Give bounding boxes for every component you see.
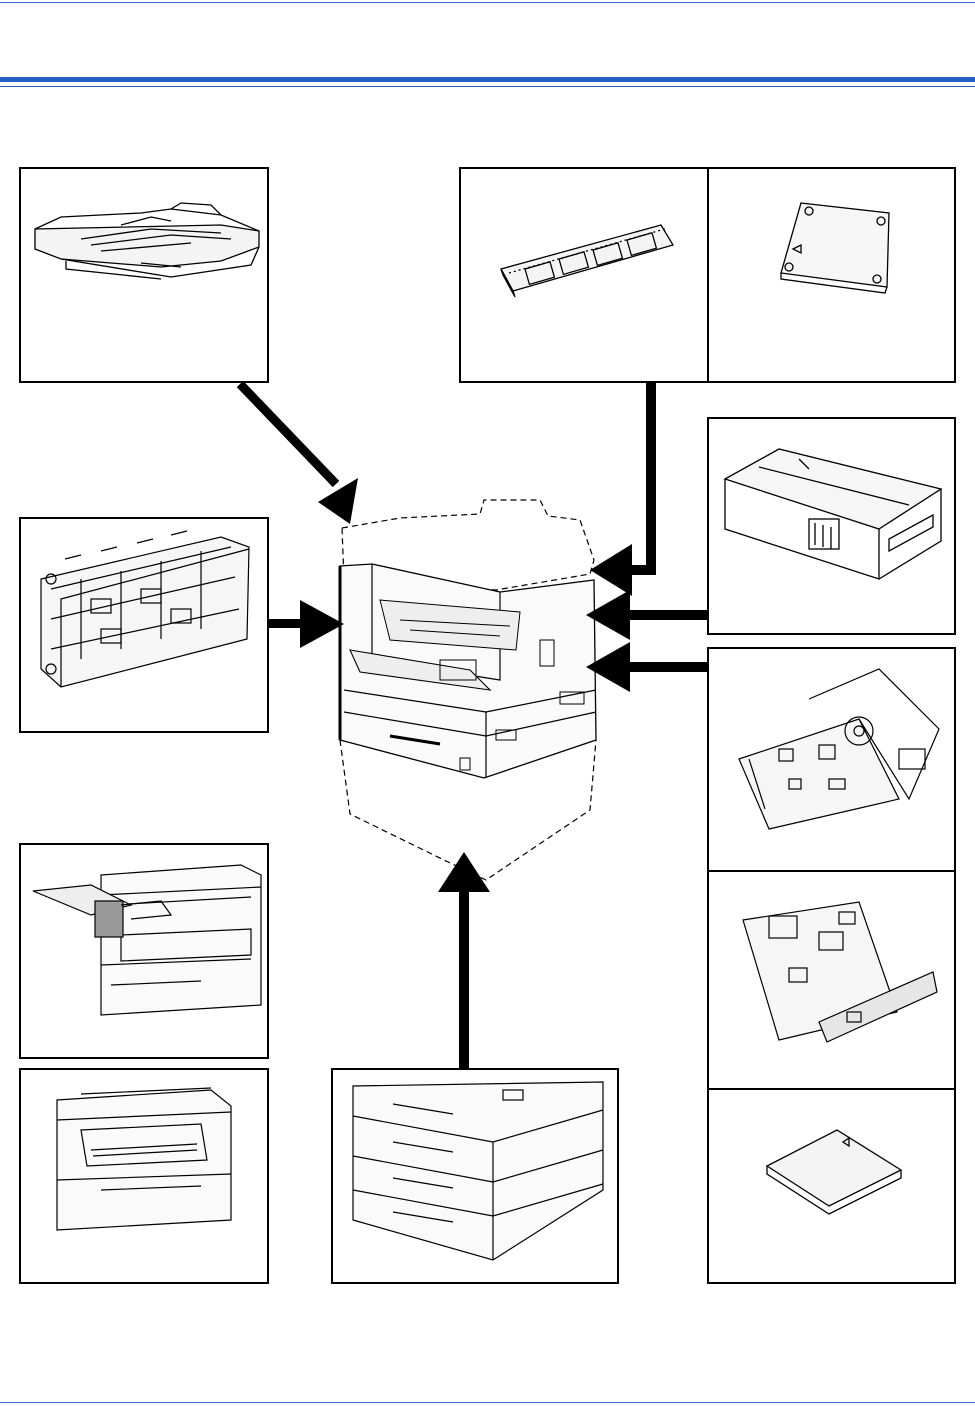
footer-rule: [0, 1402, 975, 1403]
